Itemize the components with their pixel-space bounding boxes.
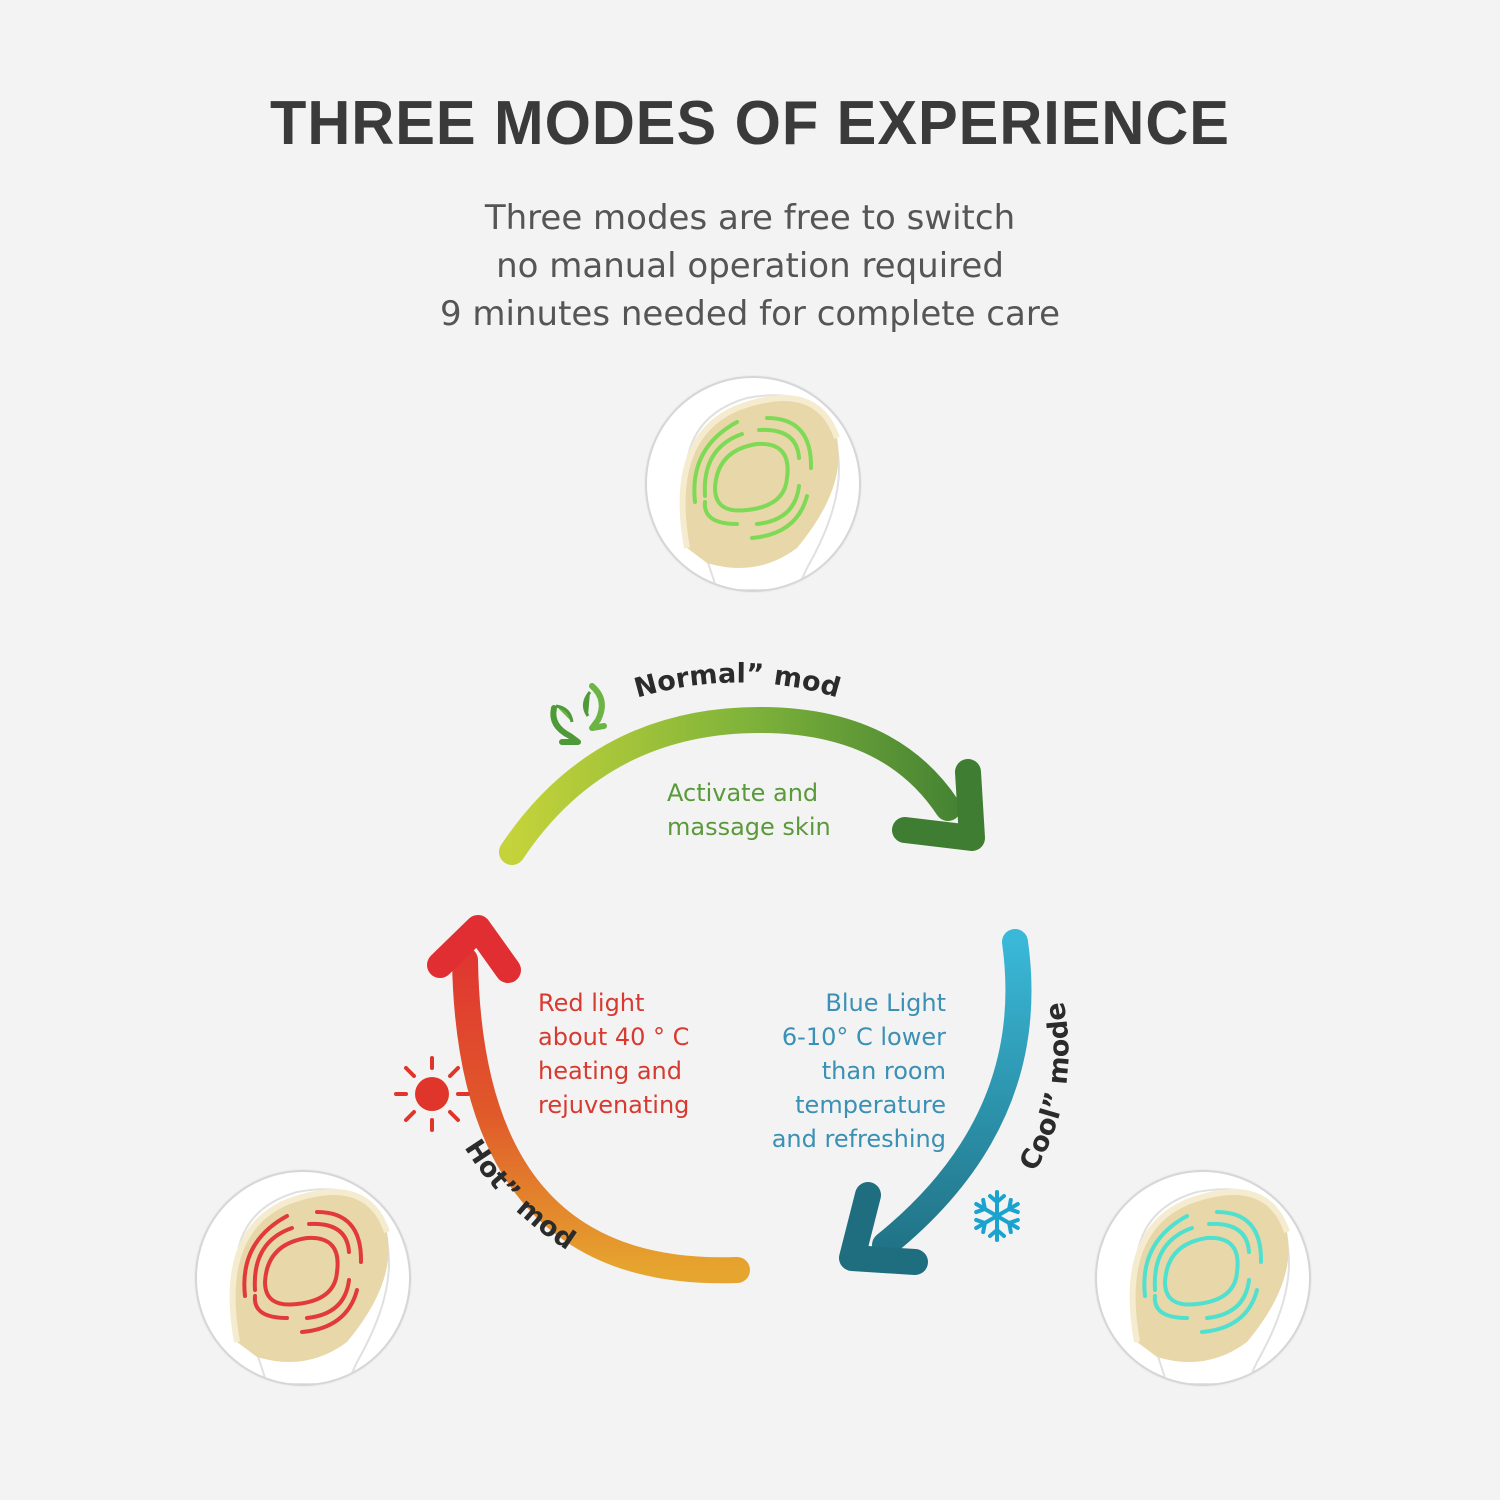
cool-description-line: 6-10° C lower xyxy=(781,1023,946,1051)
normal-mode-label: “Normal” mode xyxy=(0,0,844,704)
normal-arrow xyxy=(499,706,961,865)
hot-description-line: Red light xyxy=(538,989,645,1017)
normal-description: Activate and massage skin xyxy=(667,776,831,844)
snowflake-icon xyxy=(970,1190,1024,1242)
subtitle-line: Three modes are free to switch xyxy=(484,198,1016,238)
subtitle-line: 9 minutes needed for complete care xyxy=(439,294,1060,334)
cool-description-line: Blue Light xyxy=(825,989,946,1017)
hot-arrowhead xyxy=(427,915,521,983)
device-cool-image xyxy=(1095,1170,1311,1386)
cool-description: Blue Light 6-10° C lower than room tempe… xyxy=(700,986,946,1156)
cool-arrowhead xyxy=(839,1182,928,1275)
leaf-recycle-icon xyxy=(550,683,607,745)
hot-description-line: heating and xyxy=(538,1057,682,1085)
cool-description-line: than room xyxy=(821,1057,946,1085)
normal-arrowhead xyxy=(892,759,985,851)
normal-description-line: massage skin xyxy=(667,813,831,841)
hot-arrow xyxy=(452,947,750,1284)
hot-description-line: about 40 ° C xyxy=(538,1023,690,1051)
normal-description-line: Activate and xyxy=(667,779,819,807)
sun-icon xyxy=(394,1056,470,1132)
cool-description-line: and refreshing xyxy=(771,1125,946,1153)
subtitle-line: no manual operation required xyxy=(496,246,1004,286)
hot-mode-label: “Hot” mode xyxy=(0,0,581,1256)
subtitle: Three modes are free to switch no manual… xyxy=(0,194,1500,338)
device-normal-image xyxy=(645,376,861,592)
page-title: THREE MODES OF EXPERIENCE xyxy=(270,89,1230,158)
hot-description-line: rejuvenating xyxy=(538,1091,690,1119)
cool-arrow xyxy=(872,929,1032,1258)
cool-description-line: temperature xyxy=(795,1091,946,1119)
hot-description: Red light about 40 ° C heating and rejuv… xyxy=(538,986,689,1122)
device-hot-image xyxy=(195,1170,411,1386)
